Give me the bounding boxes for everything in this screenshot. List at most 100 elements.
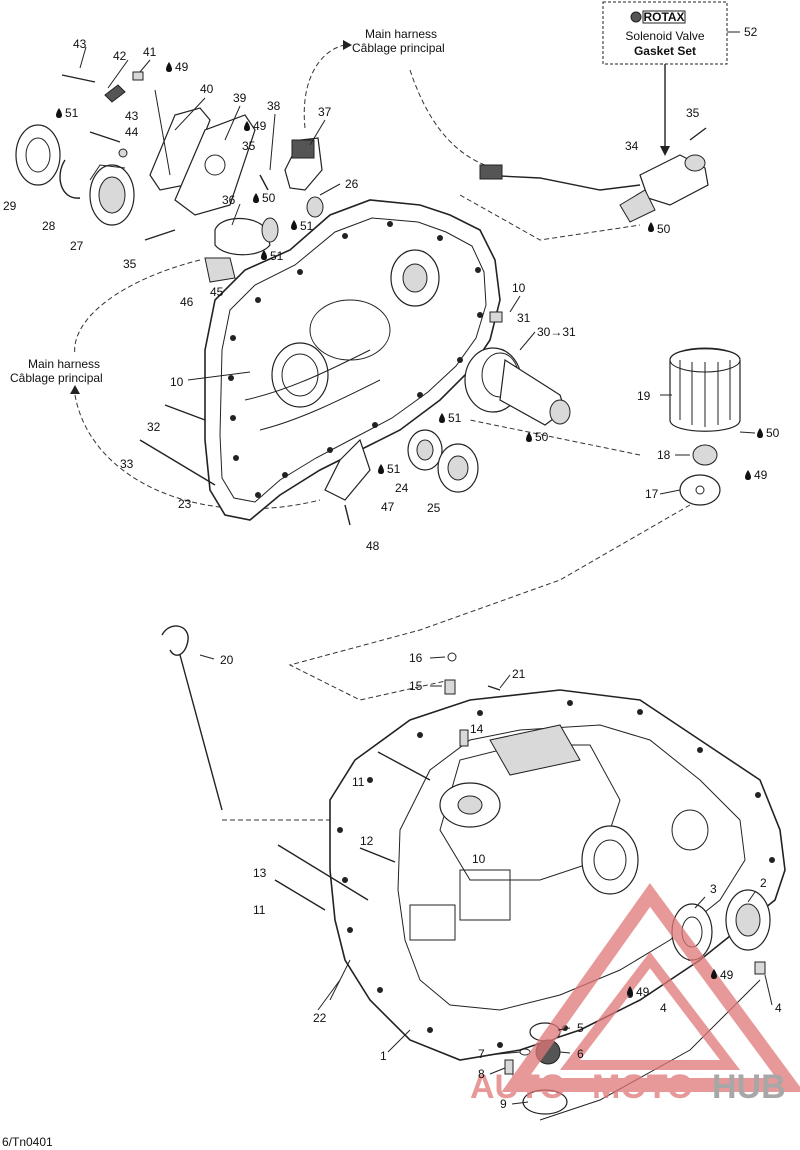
ref-18: 18	[657, 448, 671, 462]
ref-27: 27	[70, 239, 84, 253]
ref-43-top: 43	[73, 37, 87, 51]
upper-cover-housing	[204, 199, 501, 521]
ref-50-c: 50	[535, 430, 549, 444]
ref-33: 33	[120, 457, 134, 471]
ref-10-c: 10	[472, 852, 486, 866]
ref-29: 29	[3, 199, 17, 213]
ref-51-d: 51	[448, 411, 462, 425]
ref-41: 41	[143, 45, 157, 59]
ref-51-b: 51	[300, 219, 314, 233]
ref-35-a: 35	[242, 139, 256, 153]
automotohub-watermark: AUTO MOTO HUB	[470, 883, 800, 1106]
ref-11-a: 11	[352, 775, 365, 789]
shaft-group	[407, 311, 571, 493]
leader-lines	[79, 46, 773, 1105]
ref-15: 15	[409, 679, 423, 693]
ref-49-e: 49	[636, 985, 650, 999]
plates-40-39	[61, 71, 256, 216]
reference-labels: 43 42 41 49 51 43 44 29 28 27 40 39 38 3…	[2, 37, 782, 1149]
ref-26: 26	[345, 177, 359, 191]
ref-32: 32	[147, 420, 161, 434]
solenoid-parts	[144, 137, 324, 283]
harness-top-en: Main harness	[365, 27, 437, 41]
rotax-line2: Gasket Set	[634, 44, 696, 58]
ref-6: 6	[577, 1047, 584, 1061]
ref-51-left: 51	[65, 106, 79, 120]
ref-10-a: 10	[512, 281, 526, 295]
harness-left-en: Main harness	[28, 357, 100, 371]
rotax-line1: Solenoid Valve	[625, 29, 704, 43]
ref-36: 36	[222, 193, 236, 207]
dipstick-20	[161, 625, 430, 821]
rotax-brand: ROTAX	[643, 10, 684, 24]
ref-50-b: 50	[657, 222, 671, 236]
seal-bearing-group	[15, 124, 135, 226]
ref-38: 38	[267, 99, 281, 113]
ref-42: 42	[113, 49, 127, 63]
ref-11-b: 11	[253, 903, 266, 917]
ref-49-d: 49	[720, 968, 734, 982]
rotax-kit-box: ROTAX Solenoid Valve Gasket Set 52	[602, 1, 758, 156]
long-bolts-lower	[274, 652, 501, 911]
harness-left-fr: Câblage principal	[10, 371, 103, 385]
ref-9: 9	[500, 1097, 507, 1111]
ref-45: 45	[210, 285, 224, 299]
watermark-auto: AUTO	[470, 1068, 566, 1106]
lower-crankcase	[329, 689, 786, 1061]
ref-51-c: 51	[270, 249, 284, 263]
oil-filter-group	[669, 347, 741, 506]
figure-code: 6/Tn0401	[2, 1135, 53, 1149]
watermark-hub: HUB	[712, 1068, 786, 1106]
ref-50-a: 50	[262, 191, 276, 205]
ref-35-b: 35	[123, 257, 137, 271]
ref-30-31: 30→31	[537, 325, 576, 339]
harness-left: Main harness Câblage principal	[10, 259, 321, 510]
rotax-logo-icon	[630, 11, 642, 23]
ref-49-c: 49	[754, 468, 768, 482]
ref-7: 7	[478, 1047, 485, 1061]
ref-17: 17	[645, 487, 659, 501]
ref-21: 21	[512, 667, 526, 681]
ref-22: 22	[313, 1011, 327, 1025]
ref-28: 28	[42, 219, 56, 233]
watermark-moto: MOTO	[592, 1068, 693, 1106]
ref-43-mid: 43	[125, 109, 139, 123]
ref-8: 8	[478, 1067, 485, 1081]
ref-19: 19	[637, 389, 651, 403]
ref-4-a: 4	[775, 1001, 782, 1015]
ref-20: 20	[220, 653, 234, 667]
ref-5: 5	[577, 1021, 584, 1035]
ref-49-top: 49	[175, 60, 189, 74]
ref-48: 48	[366, 539, 380, 553]
ref-12: 12	[360, 834, 374, 848]
ref-40: 40	[200, 82, 214, 96]
ref-14: 14	[470, 722, 484, 736]
ref-31-a: 31	[517, 311, 531, 325]
ref-1: 1	[380, 1049, 387, 1063]
ref-47: 47	[381, 500, 395, 514]
ref-3: 3	[710, 882, 717, 896]
long-bolts-upper	[139, 404, 371, 526]
ref-10-b: 10	[170, 375, 184, 389]
ref-46: 46	[180, 295, 194, 309]
ref-35-c: 35	[686, 106, 700, 120]
ref-50-d: 50	[766, 426, 780, 440]
ref-24: 24	[395, 481, 409, 495]
lube-drop-icons	[56, 62, 763, 996]
ref-49-mid: 49	[253, 119, 267, 133]
ref-13: 13	[253, 866, 267, 880]
ref-37: 37	[318, 105, 332, 119]
ref-25: 25	[427, 501, 441, 515]
harness-top: Main harness Câblage principal	[303, 27, 501, 171]
harness-top-fr: Câblage principal	[352, 41, 445, 55]
ref-51-e: 51	[387, 462, 401, 476]
ref-2: 2	[760, 876, 767, 890]
ref-23: 23	[178, 497, 192, 511]
ref-52: 52	[744, 25, 758, 39]
ref-34: 34	[625, 139, 639, 153]
solenoid-valve-34	[459, 127, 709, 241]
ref-4-b: 4	[660, 1001, 667, 1015]
ref-16: 16	[409, 651, 423, 665]
ref-44: 44	[125, 125, 139, 139]
